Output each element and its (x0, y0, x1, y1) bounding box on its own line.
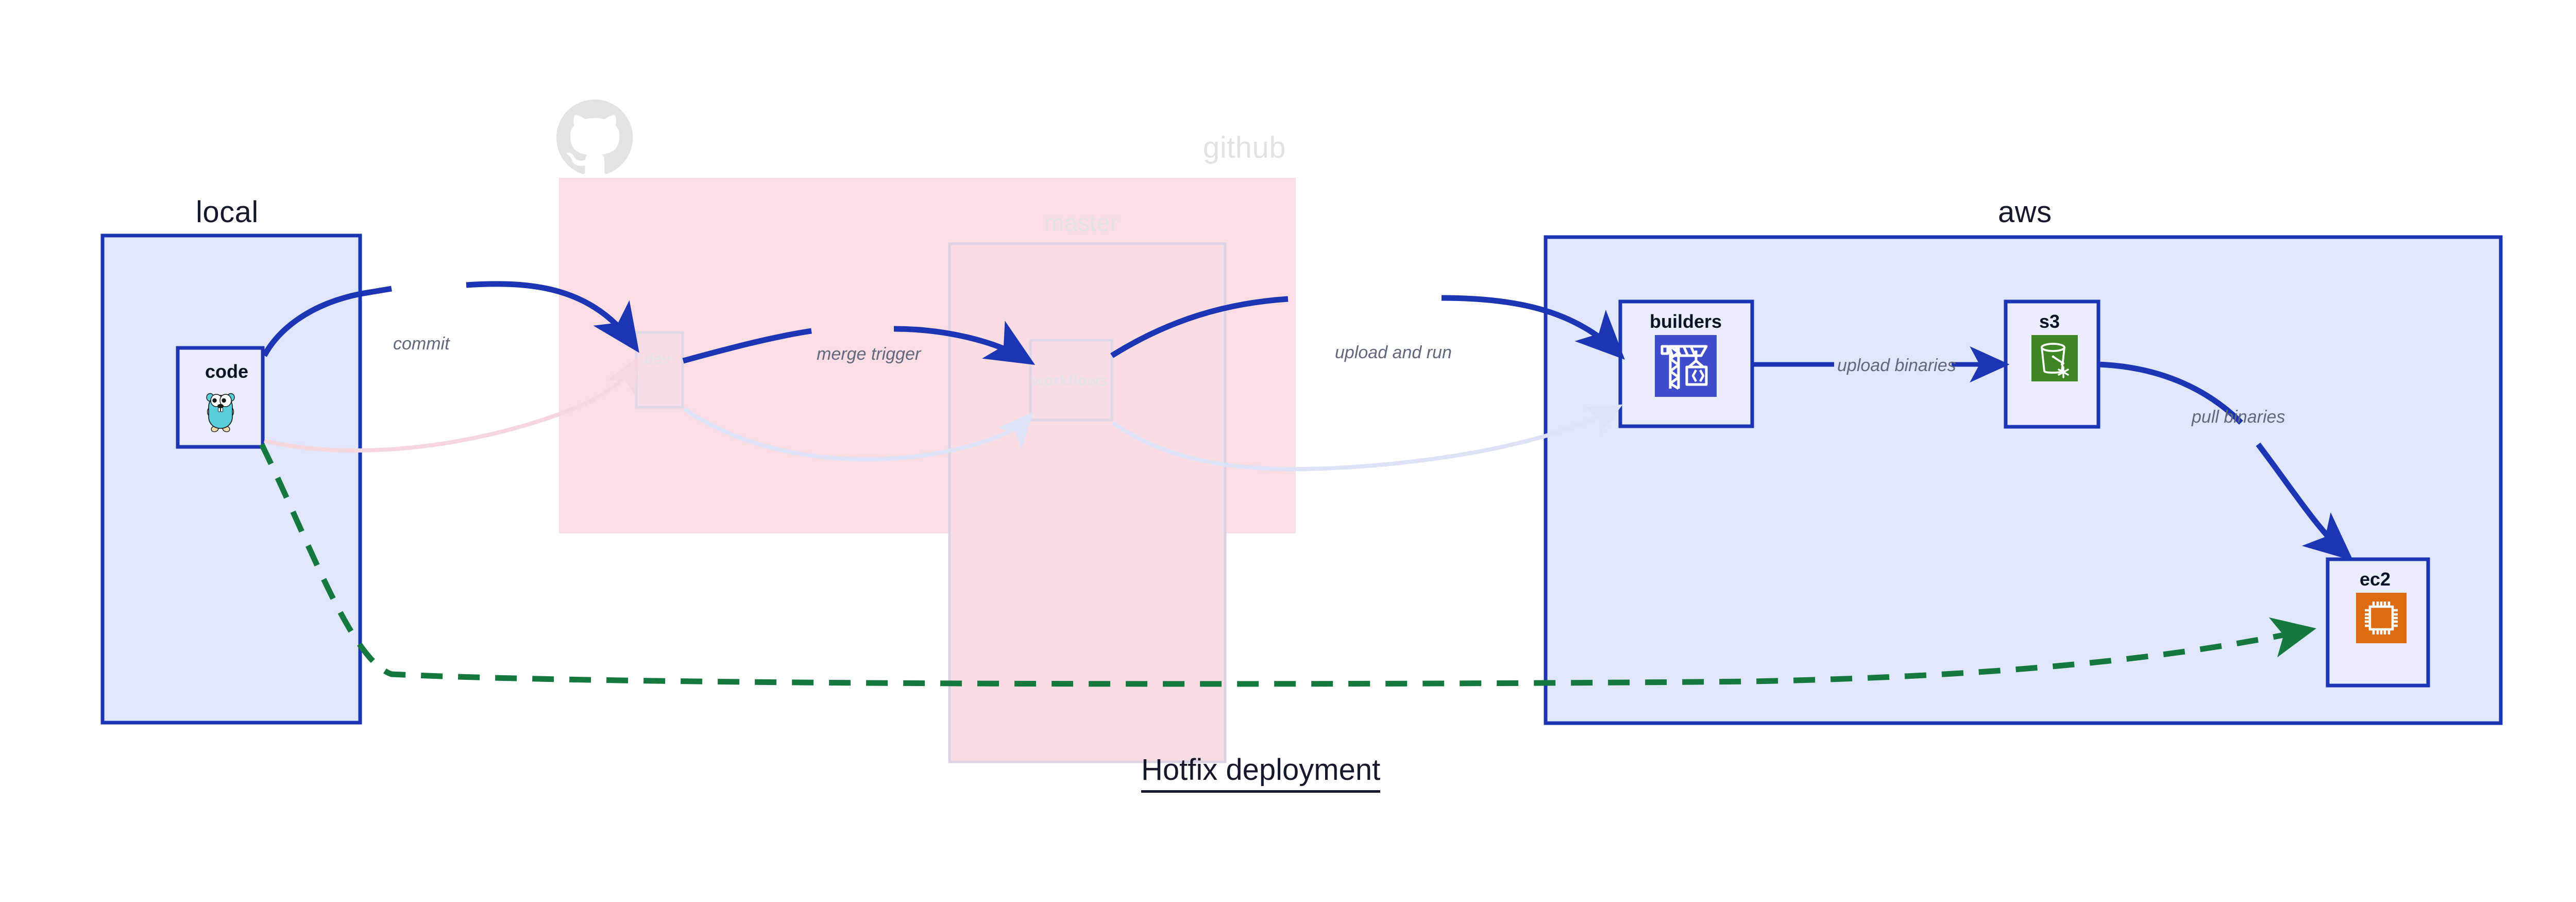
node-box-dev[interactable] (635, 331, 684, 409)
node-label-builders: builders (1650, 311, 1722, 332)
edge-pull-binaries (2098, 361, 2353, 561)
bucket-icon (2031, 335, 2078, 381)
crane-code-icon (1655, 335, 1717, 397)
edge-label-upload-and-run: upload and run (1335, 343, 1452, 362)
node-box-workflows[interactable] (1029, 339, 1113, 422)
github-octocat-icon (556, 99, 633, 174)
edge-label-pull-binaries: pull binaries (2192, 407, 2285, 427)
edge-bg-dev-workflows (683, 407, 1033, 462)
node-label-workflows: workflows (1032, 372, 1108, 389)
edge-label-upload-binaries: upload binaries (1837, 356, 1956, 375)
group-label-local: local (196, 195, 259, 229)
diagram-title: Hotfix deployment (1141, 753, 1381, 793)
group-label-aws: aws (1998, 195, 2052, 229)
group-label-github: github (1203, 131, 1286, 164)
group-container-local (100, 233, 362, 725)
cpu-chip-icon (2356, 593, 2406, 643)
edge-commit (262, 281, 639, 357)
node-label-ec2: ec2 (2360, 569, 2391, 590)
edge-label-merge-trigger: merge trigger (817, 344, 921, 364)
edge-label-commit: commit (393, 334, 450, 354)
node-label-s3: s3 (2039, 311, 2060, 332)
node-label-dev: dev (644, 350, 671, 368)
go-gopher-icon (205, 389, 236, 432)
edge-hotfix-direct (259, 443, 2316, 687)
edge-bg-code-dev (264, 357, 638, 453)
edge-merge-trigger (682, 321, 1036, 365)
edge-bg-workflows-builders (1111, 404, 1623, 471)
node-label-code: code (205, 361, 249, 382)
edge-upload-and-run (1110, 295, 1625, 360)
group-label-master: master (1044, 209, 1118, 236)
